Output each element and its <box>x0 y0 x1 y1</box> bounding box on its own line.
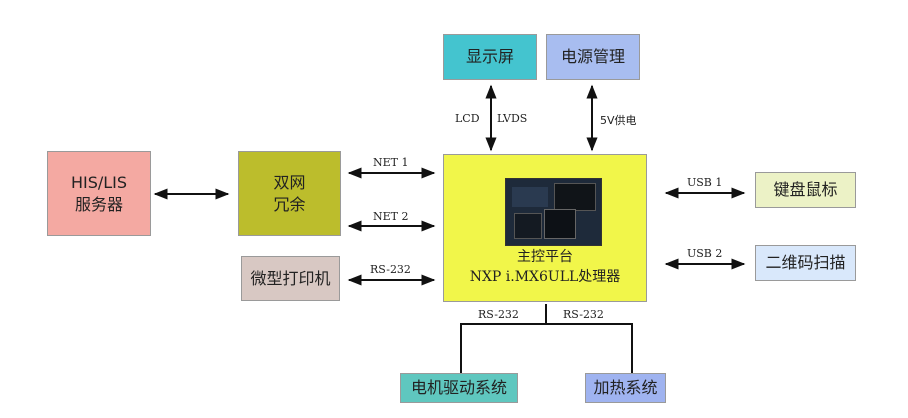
label-lcd: LCD <box>455 112 480 125</box>
dual-net-line2: 冗余 <box>273 194 306 214</box>
label-lvds: LVDS <box>497 112 528 125</box>
motor-drive-box: 电机驱动系统 <box>400 373 518 403</box>
label-usb1: USB 1 <box>687 176 723 189</box>
heating-system-box: 加热系统 <box>585 373 666 403</box>
label-net1: NET 1 <box>373 156 409 169</box>
display-label: 显示屏 <box>465 47 514 66</box>
power-label: 电源管理 <box>560 47 625 66</box>
keyboard-label: 键盘鼠标 <box>773 180 838 199</box>
core-line1: 主控平台 <box>517 249 573 265</box>
motor-label: 电机驱动系统 <box>410 378 507 397</box>
label-5v-power: 5V供电 <box>600 114 637 127</box>
chip-icon <box>544 209 576 239</box>
bus-motor-heating <box>460 323 633 377</box>
chip-icon <box>514 213 542 239</box>
printer-box: 微型打印机 <box>241 256 340 301</box>
label-rs232-motor: RS-232 <box>478 308 519 321</box>
his-lis-line2: 服务器 <box>74 194 123 214</box>
core-line2: NXP i.MX6ULL处理器 <box>469 269 621 285</box>
processor-board-image <box>505 178 602 246</box>
heating-label: 加热系统 <box>593 378 658 397</box>
label-net2: NET 2 <box>373 210 409 223</box>
keyboard-mouse-box: 键盘鼠标 <box>755 172 856 208</box>
label-rs232-printer: RS-232 <box>370 263 411 276</box>
dual-net-line1: 双网 <box>273 172 306 192</box>
label-rs232-heating: RS-232 <box>563 308 604 321</box>
his-lis-server-box: HIS/LIS 服务器 <box>47 151 151 236</box>
label-usb2: USB 2 <box>687 247 723 260</box>
dual-net-redundancy-box: 双网 冗余 <box>238 151 341 236</box>
chip-icon <box>512 187 548 207</box>
chip-icon <box>554 183 596 211</box>
qr-scanner-box: 二维码扫描 <box>755 245 856 281</box>
printer-label: 微型打印机 <box>250 268 331 288</box>
power-management-box: 电源管理 <box>546 34 640 80</box>
display-box: 显示屏 <box>443 34 537 80</box>
his-lis-line1: HIS/LIS <box>70 172 128 192</box>
scanner-label: 二维码扫描 <box>765 253 846 272</box>
